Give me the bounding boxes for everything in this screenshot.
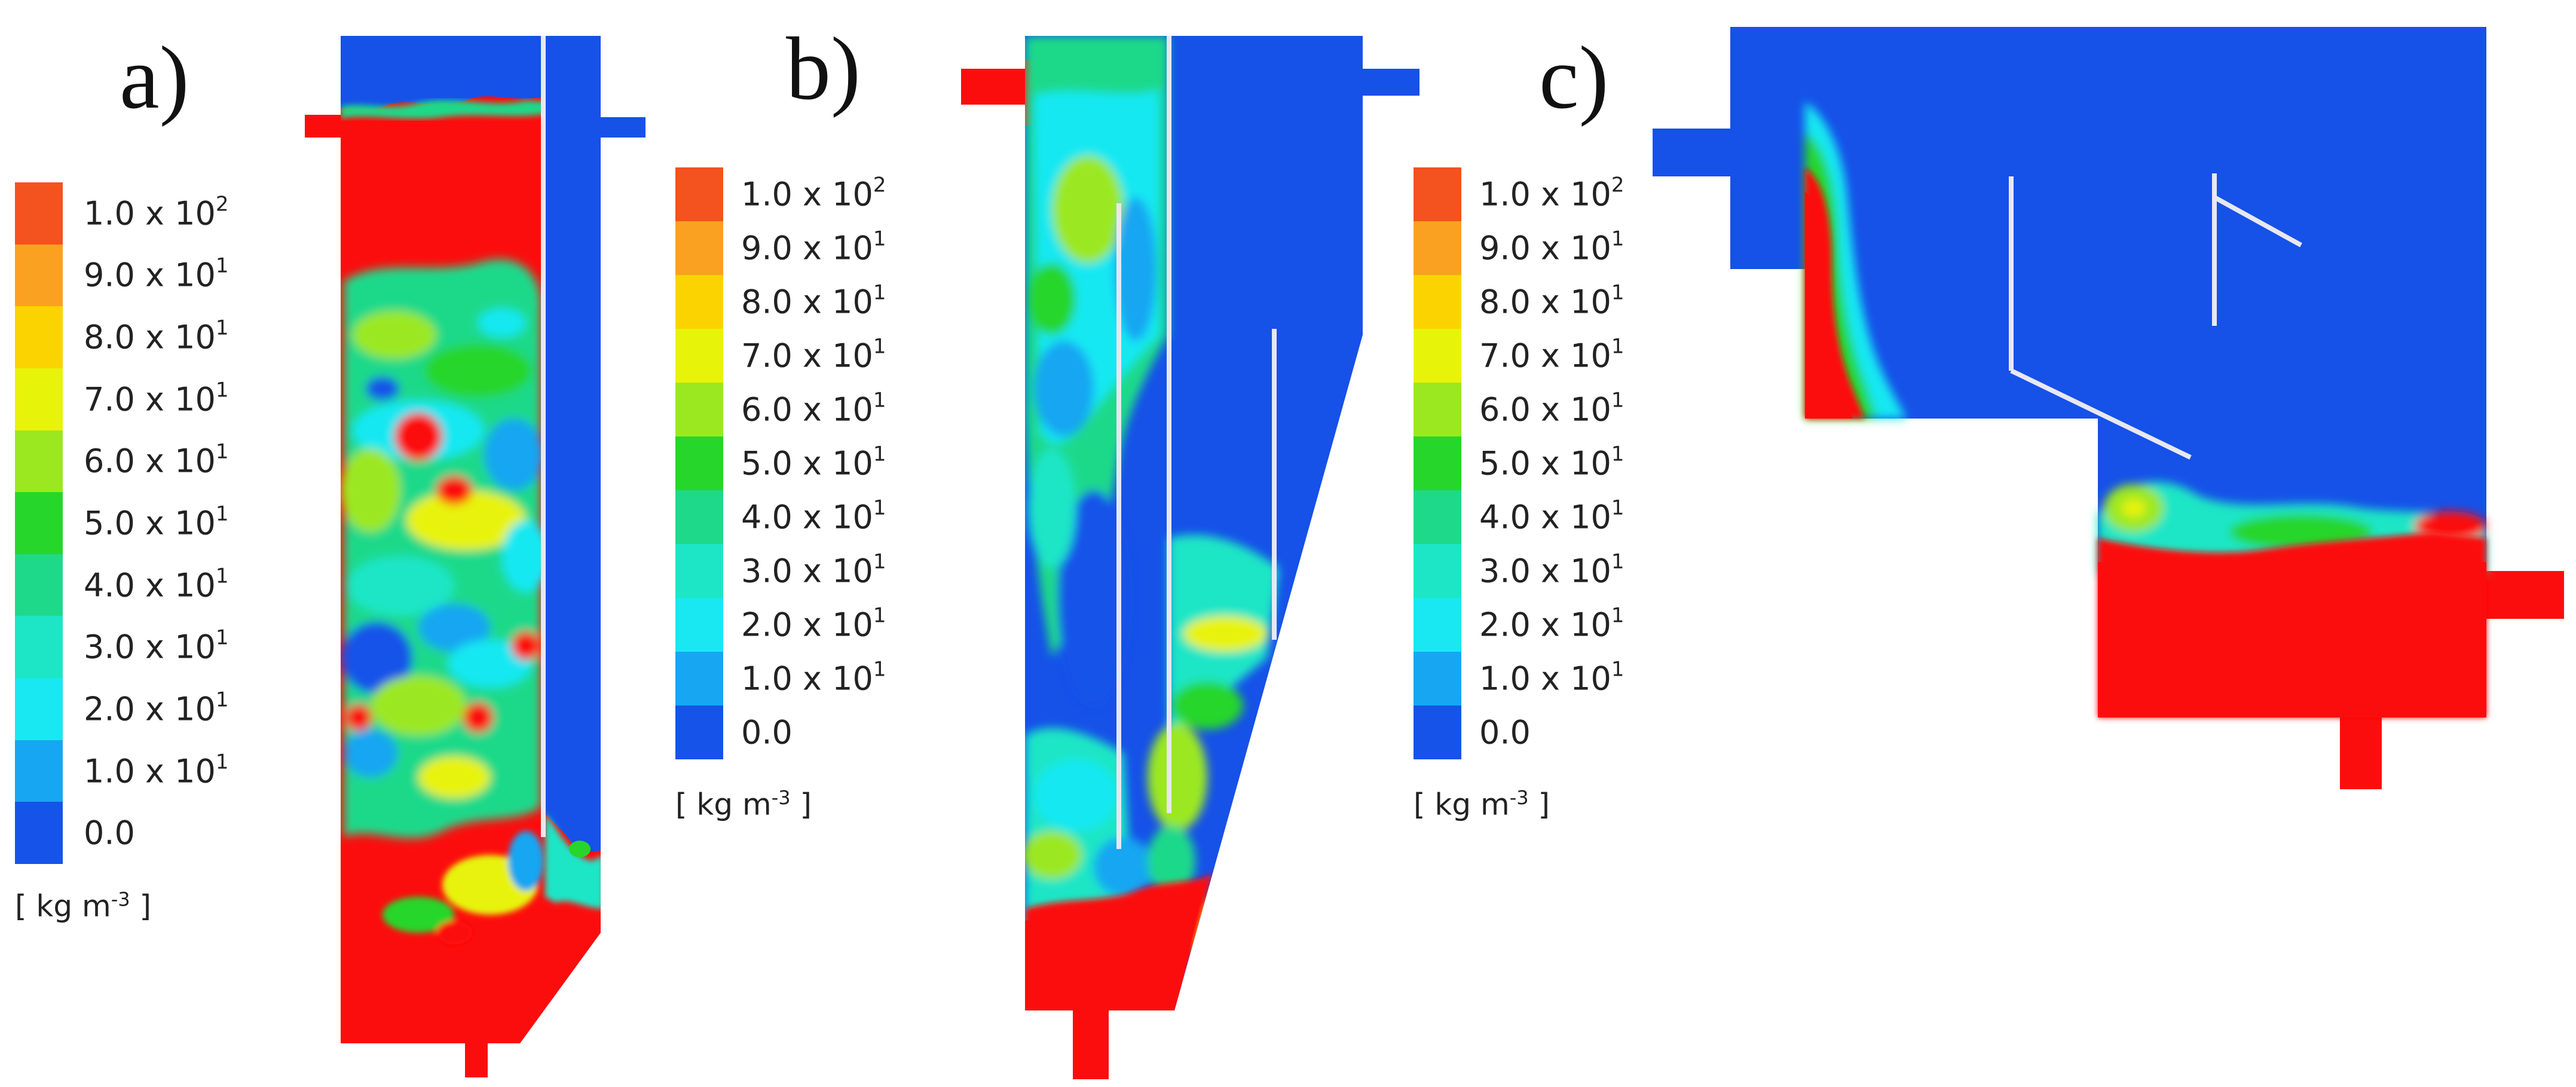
legend-color-swatch [675,706,723,759]
legend-tick-label: 1.0 x 102 [741,173,886,213]
legend-color-swatch [1414,383,1461,436]
panel-c-baffle-tip [2213,195,2302,248]
panel-b-baffle-main [1167,36,1171,813]
legend-tick-label: 2.0 x 101 [741,603,886,644]
legend-tick-label: 1.0 x 102 [84,192,229,233]
legend-color-swatch [675,167,723,221]
legend-color-swatch [675,383,723,436]
legend-tick-label: 9.0 x 101 [84,254,229,294]
legend-tick-label: 8.0 x 101 [741,280,886,321]
legend-color-swatch [15,616,63,678]
panel-label-c: c) [1539,28,1609,127]
panel-c-domain [1653,27,2564,789]
legend-color-swatch [675,436,723,490]
legend-tick-label: 7.0 x 101 [84,378,229,419]
legend-tick-label: 1.0 x 101 [1479,657,1624,698]
legend-tick-label: 2.0 x 101 [84,688,229,728]
legend-tick-label: 3.0 x 101 [741,549,886,590]
legend-tick-label: 6.0 x 101 [84,439,229,480]
panel-label-b: b) [786,19,861,118]
legend-color-swatch [1414,167,1461,221]
legend-tick-label: 6.0 x 101 [1479,388,1624,429]
legend-color-swatch [1414,436,1461,490]
legend-tick-label: 0.0 [741,713,793,752]
legend-color-bar [15,182,63,864]
panel-b-inlet-pipe [961,69,1027,105]
panel-a-drain [465,1040,488,1077]
legend-tick-label: 6.0 x 101 [741,388,886,429]
legend-color-swatch [675,329,723,383]
legend-tick-label: 9.0 x 101 [1479,227,1624,267]
panel-b-baffle-right [1272,329,1277,640]
panel-b-outlet-pipe [1360,69,1419,96]
legend-color-swatch [675,652,723,706]
legend-color-swatch [1414,490,1461,544]
legend-color-swatch [15,492,63,554]
panel-c-baffle-diagonal [2010,368,2192,460]
legend-color-swatch [1414,544,1461,598]
panel-a-outlet-pipe [598,117,645,138]
legend-color-swatch [15,244,63,307]
panel-c-drain [2340,712,2382,789]
legend-color-swatch [15,368,63,430]
legend-color-swatch [1414,275,1461,329]
legend-color-bar [1414,167,1461,759]
panel-c-outlet-pipe [2480,571,2564,619]
legend-color-bar [675,167,723,759]
legend-color-swatch [675,275,723,329]
legend-tick-label: 1.0 x 101 [84,750,229,790]
legend-tick-label: 5.0 x 101 [84,502,229,542]
legend-tick-label: 2.0 x 101 [1479,603,1624,644]
legend-color-swatch [15,554,63,616]
legend-color-swatch [1414,652,1461,706]
legend-tick-label: 0.0 [1479,713,1531,752]
legend-unit-label: [ kg m-3 ] [15,888,152,924]
legend-tick-label: 3.0 x 101 [1479,549,1624,590]
legend-color-swatch [1414,329,1461,383]
legend-color-swatch [15,802,63,864]
legend-unit-label: [ kg m-3 ] [1414,786,1550,822]
legend-color-swatch [675,490,723,544]
legend-tick-label: 4.0 x 101 [1479,496,1624,536]
legend-color-swatch [15,678,63,740]
legend-tick-label: 7.0 x 101 [741,334,886,375]
panel-b-baffle-inner [1116,203,1121,849]
legend-color-swatch [1414,598,1461,652]
legend-color-swatch [15,182,63,245]
panel-a-domain [305,36,645,1077]
legend-tick-label: 0.0 [84,814,135,852]
legend-color-swatch [15,430,63,493]
legend-tick-label: 5.0 x 101 [1479,442,1624,483]
legend-color-swatch [15,306,63,368]
legend-color-swatch [675,544,723,598]
legend-tick-label: 4.0 x 101 [741,496,886,536]
legend-tick-label: 1.0 x 102 [1479,173,1624,213]
panel-b-domain [961,36,1419,1079]
legend-tick-label: 7.0 x 101 [1479,334,1624,375]
legend-tick-label: 1.0 x 101 [741,657,886,698]
legend-tick-label: 8.0 x 101 [1479,280,1624,321]
legend-tick-label: 4.0 x 101 [84,564,229,604]
panel-a-baffle [541,36,546,837]
panel-label-a: a) [120,28,189,127]
legend-color-swatch [1414,706,1461,759]
legend-color-swatch [675,221,723,275]
legend-tick-label: 9.0 x 101 [741,227,886,267]
legend-color-swatch [675,598,723,652]
legend-color-swatch [15,740,63,802]
legend-unit-label: [ kg m-3 ] [675,786,812,822]
legend-tick-label: 5.0 x 101 [741,442,886,483]
legend-tick-label: 8.0 x 101 [84,316,229,356]
panel-b-drain [1073,1007,1109,1079]
legend-tick-label: 3.0 x 101 [84,625,229,666]
legend-color-swatch [1414,221,1461,275]
